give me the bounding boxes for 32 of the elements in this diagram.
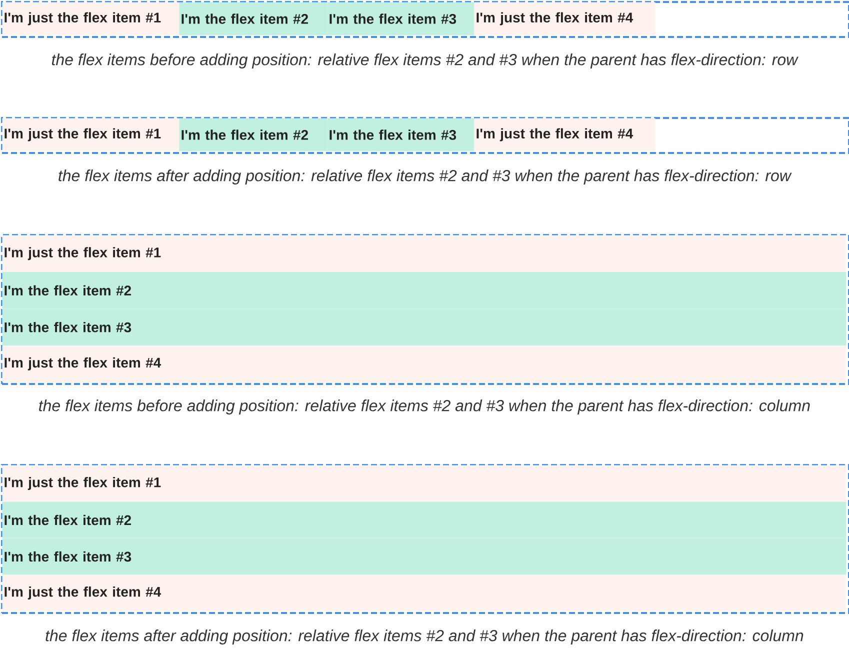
node-label: I'm the flex item #2 (4, 514, 131, 526)
node-label: I'm the flex item #3 (330, 14, 456, 24)
caption: the flex items before adding position: relative flex items #2 and #3 when the parent has flex-direction: column (39, 400, 810, 414)
dashed-box (1, 117, 849, 154)
node-label: I'm the flex item #2 (182, 14, 308, 24)
flex-item: I'm just the flex item #1 (2, 465, 846, 502)
flex-item: I'm just the flex item #4 (474, 2, 656, 36)
node-label: I'm the flex item #3 (330, 130, 456, 140)
flex-item: I'm the flex item #2 (2, 272, 846, 309)
node-label: I'm the flex item #3 (4, 322, 132, 332)
node-label: I'm the flex item #2 (4, 285, 131, 296)
flex-item: I'm just the flex item #4 (2, 346, 846, 382)
caption: the flex items after adding position: relative flex items #2 and #3 when the parent has flex-direction: row (58, 170, 792, 184)
flex-item: I'm just the flex item #4 (2, 574, 846, 612)
flex-item: I'm just the flex item #1 (2, 235, 846, 272)
flex-item: I'm the flex item #2 (179, 118, 328, 152)
dashed-box (1, 1, 849, 38)
flex-item: I'm just the flex item #1 (2, 2, 180, 36)
caption: the flex items after adding position: relative flex items #2 and #3 when the parent has flex-direction: column (46, 630, 804, 644)
dashed-box (1, 464, 849, 614)
flex-item: I'm the flex item #2 (179, 2, 328, 36)
flex-item: I'm just the flex item #4 (474, 118, 656, 152)
node-label: I'm the flex item #2 (182, 130, 308, 140)
node-label: I'm the flex item #3 (4, 551, 132, 562)
flex-item: I'm the flex item #3 (327, 2, 474, 36)
caption: the flex items before adding position: relative flex items #2 and #3 when the parent has flex-direction: row (52, 54, 798, 68)
flex-item: I'm the flex item #2 (2, 502, 846, 538)
flex-item: I'm the flex item #3 (327, 118, 474, 152)
dashed-box (1, 234, 849, 385)
flex-item: I'm just the flex item #1 (2, 118, 180, 152)
flex-item: I'm the flex item #3 (2, 308, 846, 346)
flex-item: I'm the flex item #3 (2, 538, 846, 575)
